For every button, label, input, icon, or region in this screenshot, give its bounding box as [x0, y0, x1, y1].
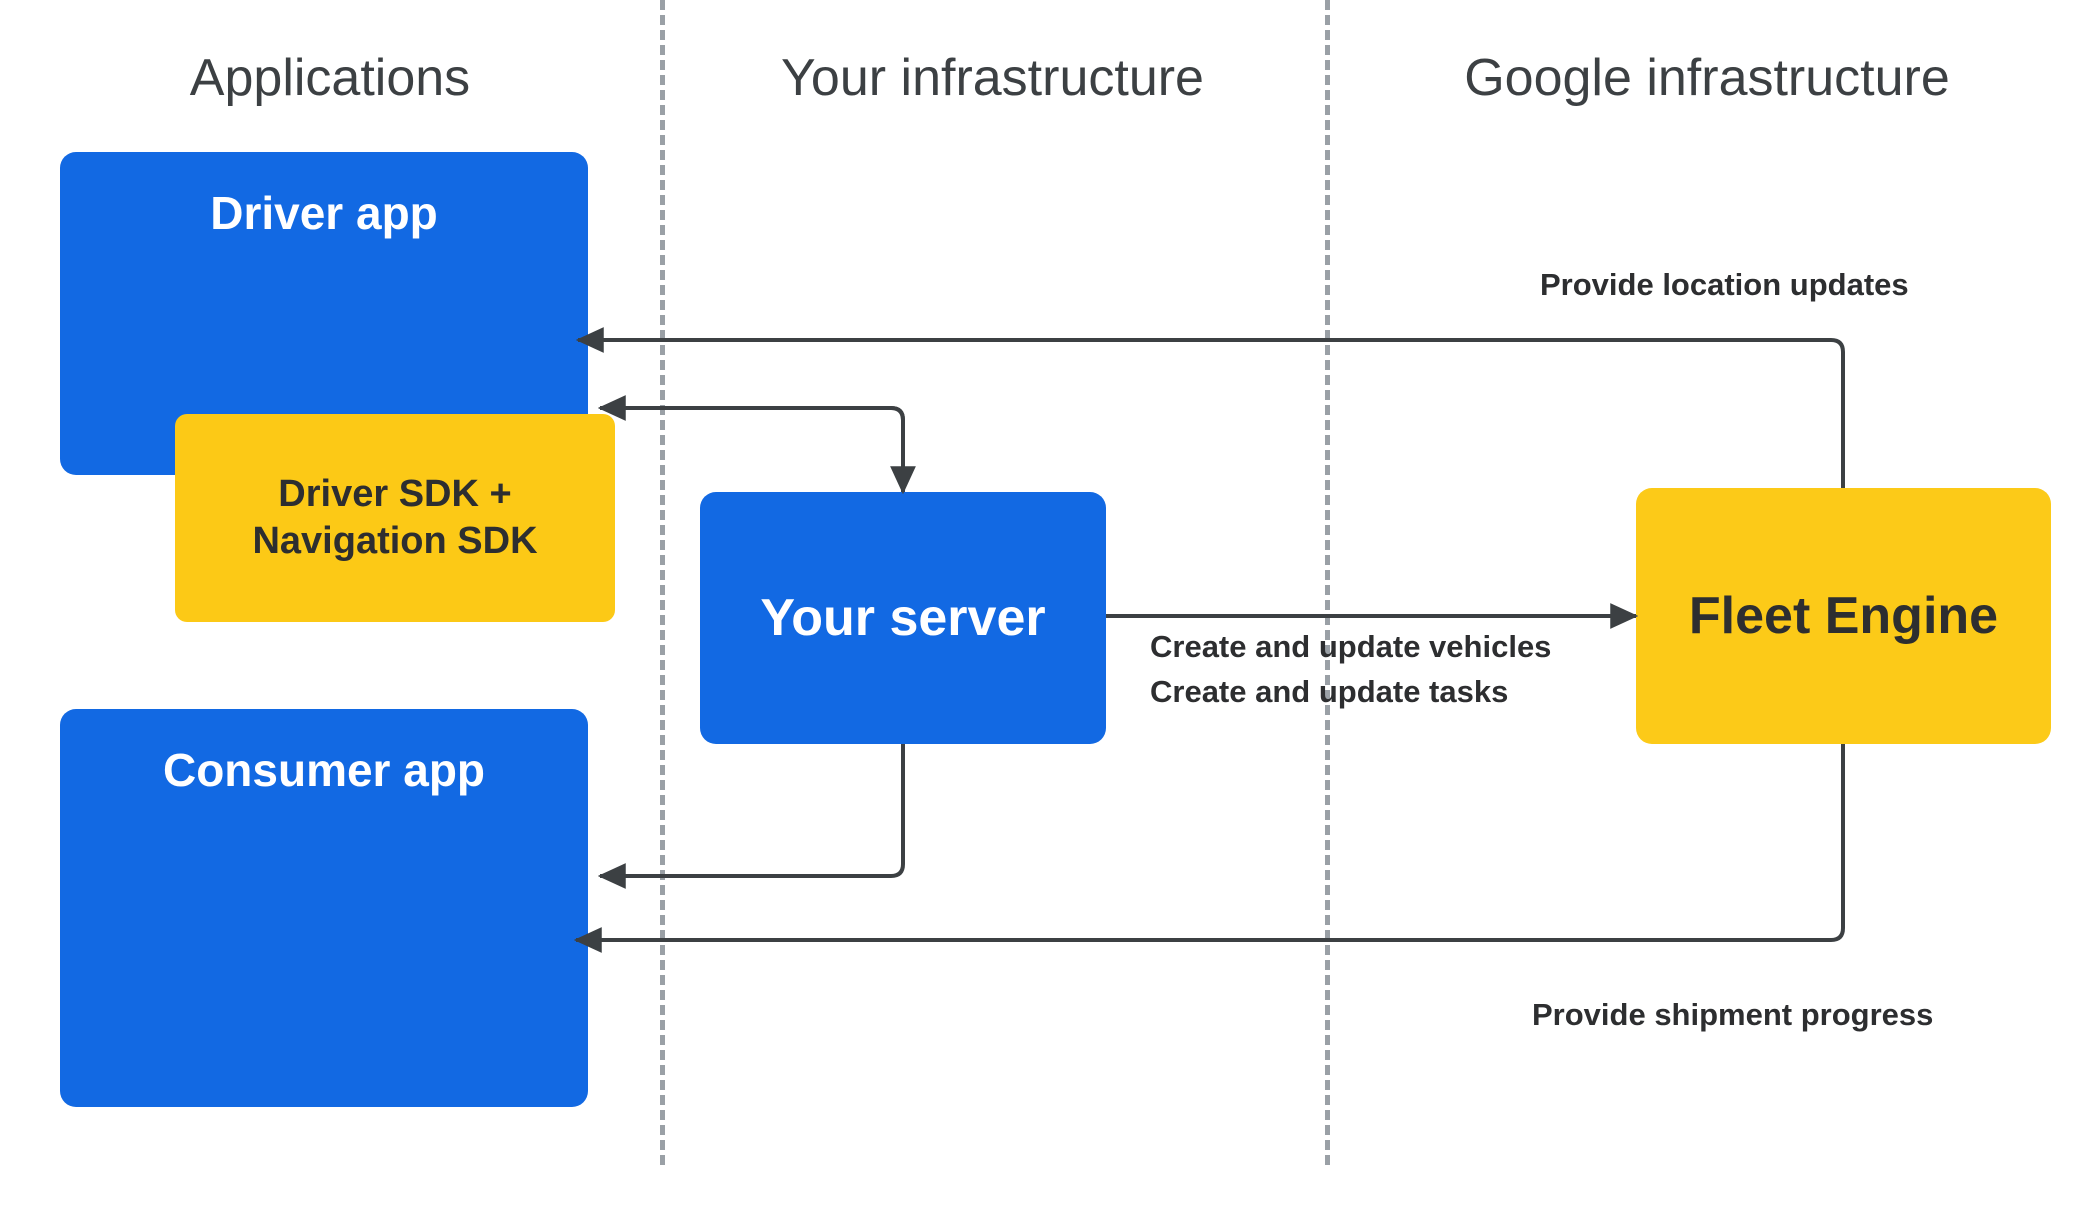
edge-fleet-engine-to-driver-sdk [575, 327, 1845, 488]
edge-fleet-engine-to-shipment-tracking-library [573, 744, 1845, 953]
node-driver-app: Driver app Driver SDK + Navigation SDK [60, 152, 615, 622]
edge-label-create-and-update-tasks: Create and update tasks [1150, 674, 1509, 709]
node-consumer-app: Consumer app Shipment Tracking Library +… [60, 709, 588, 1107]
consumer-app-title: Consumer app [162, 744, 486, 796]
column-header-google-infrastructure: Google infrastructure [1464, 49, 1950, 107]
edge-driver-app-to-your-server [600, 406, 916, 495]
divider-line-right [1325, 0, 1330, 1165]
node-your-server: Your server [700, 492, 1106, 744]
driver-app-title: Driver app [210, 187, 438, 239]
divider-line-left [660, 0, 665, 1165]
edge-your-server-to-consumer-app [597, 744, 905, 889]
your-server-label: Your server [760, 589, 1046, 647]
driver-sdk-line2: Navigation SDK [252, 520, 538, 562]
node-driver-sdk: Driver SDK + Navigation SDK [175, 414, 615, 622]
edge-label-provide-shipment-progress: Provide shipment progress [1532, 997, 1934, 1032]
edge-label-create-and-update-vehicles: Create and update vehicles [1150, 629, 1552, 664]
edge-label-provide-location-updates: Provide location updates [1540, 267, 1909, 302]
column-header-your-infrastructure: Your infrastructure [781, 49, 1204, 107]
column-header-applications: Applications [189, 49, 471, 107]
driver-sdk-label: Driver SDK + Navigation SDK [252, 471, 537, 566]
driver-sdk-line1: Driver SDK + [278, 472, 512, 515]
edge-your-server-to-driver-app [597, 395, 905, 492]
fleet-engine-label: Fleet Engine [1688, 587, 1999, 645]
node-fleet-engine: Fleet Engine [1636, 488, 2051, 744]
